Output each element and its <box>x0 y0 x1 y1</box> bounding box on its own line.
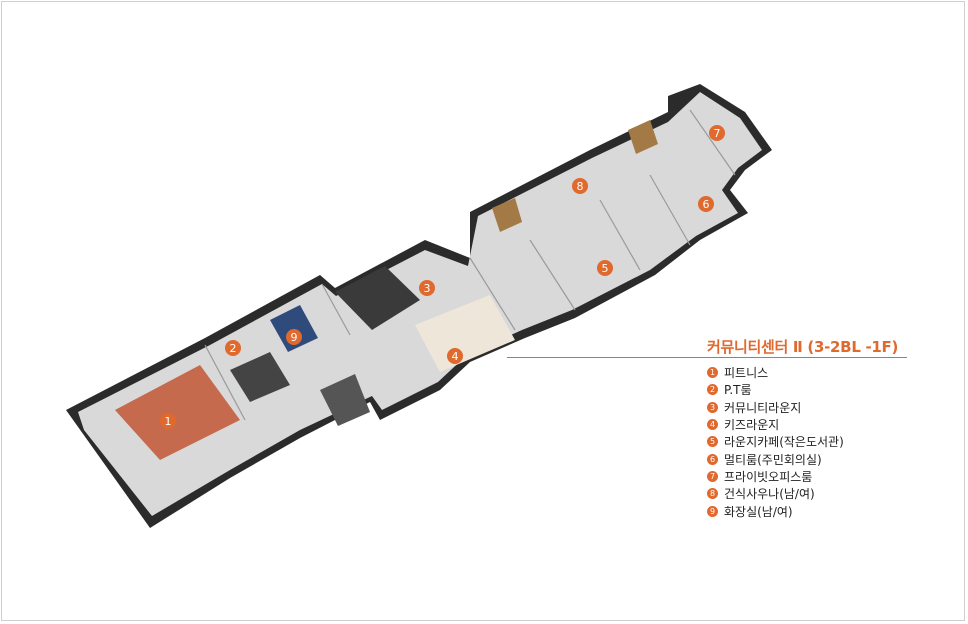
svg-text:5: 5 <box>602 262 609 275</box>
sauna-room-a <box>492 198 522 232</box>
marker-1: 1 <box>160 413 176 429</box>
legend-rule <box>507 357 907 358</box>
marker-6: 6 <box>698 196 714 212</box>
svg-text:2: 2 <box>230 342 237 355</box>
marker-4: 4 <box>447 348 463 364</box>
kids-lounge-floor <box>415 295 515 372</box>
marker-2: 2 <box>225 340 241 356</box>
toilet-floor <box>270 305 318 352</box>
interior-walls <box>204 109 736 421</box>
room-dark-corridor <box>320 374 370 426</box>
svg-text:7: 7 <box>714 127 721 140</box>
svg-text:4: 4 <box>452 350 459 363</box>
svg-text:9: 9 <box>291 331 298 344</box>
sauna-room-b <box>628 120 658 154</box>
floor-slab <box>78 92 762 516</box>
marker-7: 7 <box>709 125 725 141</box>
room-dark-3 <box>335 266 420 330</box>
marker-8: 8 <box>572 178 588 194</box>
svg-text:6: 6 <box>703 198 710 211</box>
svg-text:8: 8 <box>577 180 584 193</box>
room-dark-2 <box>230 352 290 402</box>
fitness-floor <box>115 365 240 460</box>
svg-text:3: 3 <box>424 282 431 295</box>
marker-3: 3 <box>419 280 435 296</box>
svg-text:1: 1 <box>165 415 172 428</box>
legend-title: 커뮤니티센터 Ⅱ (3-2BL -1F) <box>707 338 899 356</box>
marker-9: 9 <box>286 329 302 345</box>
marker-5: 5 <box>597 260 613 276</box>
